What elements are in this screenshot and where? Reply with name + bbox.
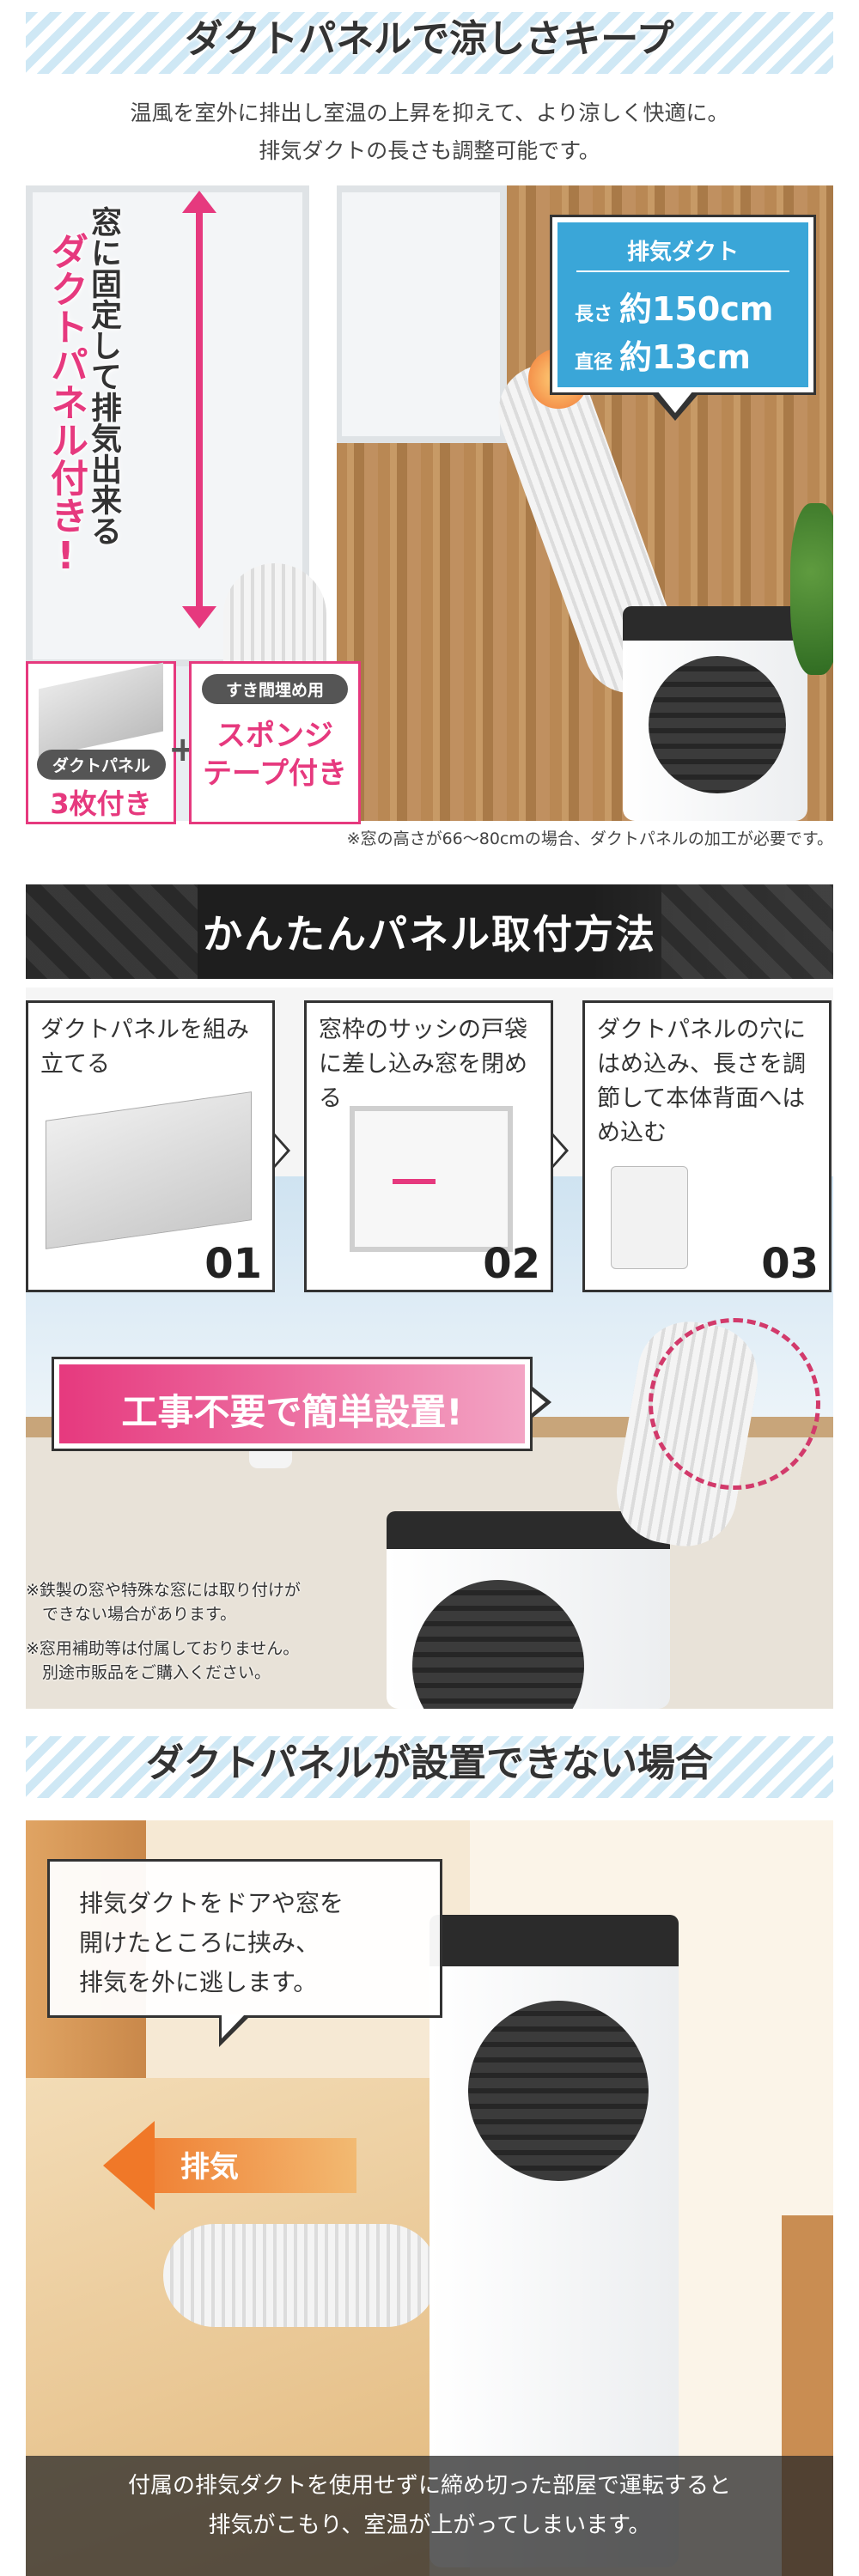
- section3-bubble-tail-inner: [222, 2014, 245, 2038]
- section3-caption-line2: 排気がこもり、室温が上がってしまいます。: [208, 2512, 651, 2538]
- duct-diameter-value: 約13cm: [619, 338, 752, 376]
- section3-bubble-line3: 排気を外に逃します。: [79, 1968, 318, 1996]
- checker-pattern-left: [26, 884, 198, 979]
- step-1-illustration: [46, 1091, 252, 1249]
- sponge-text-line1: スポンジ: [216, 719, 333, 753]
- section1-subtitle-line2: 排気ダクトの長さも調整可能です。: [259, 138, 600, 163]
- section3-caption-line1: 付属の排気ダクトを使用せずに締め切った部屋で運転すると: [127, 2473, 731, 2499]
- air-conditioner-unit-2: [387, 1511, 670, 1709]
- exhaust-arrow-icon: [103, 2121, 155, 2210]
- section1-subtitle: 温風を室外に排出し室温の上昇を抑えて、より涼しく快適に。 排気ダクトの長さも調整…: [0, 94, 859, 170]
- sponge-text: スポンジ テープ付き: [192, 717, 358, 793]
- arrow-up-icon: [182, 191, 216, 213]
- checker-pattern-right: [661, 884, 833, 979]
- section3-bubble-text: 排気ダクトをドアや窓を 開けたところに挟み、 排気を外に逃します。: [79, 1884, 423, 2002]
- arrow-down-icon: [182, 606, 216, 629]
- section1-subtitle-line1: 温風を室外に排出し室温の上昇を抑えて、より涼しく快適に。: [130, 100, 729, 125]
- window-fix-text: 窓に固定して排気出来る: [86, 206, 121, 546]
- panel-included-box: ダクトパネル 3枚付き: [26, 661, 176, 824]
- duct-spec-inner: 排気ダクト 長さ約150cm 直径約13cm: [557, 222, 808, 387]
- panel-illustration: [39, 662, 163, 758]
- duct-diameter-label: 直径: [575, 352, 613, 374]
- section1-title-band: ダクトパネルで涼しさキープ: [26, 12, 833, 74]
- step-2-number: 02: [483, 1240, 540, 1288]
- step-arrow-1-inner: [275, 1137, 287, 1164]
- no-construction-text: 工事不要で簡単設置!: [121, 1391, 463, 1433]
- ac-control-panel-3: [430, 1915, 679, 1966]
- ac-control-panel: [623, 606, 807, 641]
- no-construction-inner: 工事不要で簡単設置!: [59, 1364, 525, 1443]
- no-construction-box: 工事不要で簡単設置!: [52, 1357, 533, 1451]
- section3-caption-band: [26, 2456, 833, 2576]
- ac-grille-3: [468, 2001, 649, 2181]
- step-card-3: ダクトパネルの穴にはめ込み、長さを調節して本体背面へはめ込む 03: [582, 1000, 832, 1292]
- section3-bubble: 排気ダクトをドアや窓を 開けたところに挟み、 排気を外に逃します。: [47, 1859, 442, 2018]
- duct-diameter-row: 直径約13cm: [575, 331, 751, 378]
- duct-length-label: 長さ: [575, 304, 613, 325]
- hose-4: [163, 2224, 438, 2327]
- duct-bubble-tail-inner: [657, 391, 693, 413]
- section3-caption: 付属の排気ダクトを使用せずに締め切った部屋で運転すると 排気がこもり、室温が上が…: [26, 2466, 833, 2545]
- sponge-pill: すき間埋め用: [202, 674, 348, 704]
- section1-note: ※窓の高さが66～80cmの場合、ダクトパネルの加工が必要です。: [346, 829, 833, 848]
- sponge-text-line2: テープ付き: [203, 756, 347, 791]
- step-arrow-2-inner: [553, 1137, 565, 1164]
- section1-title: ダクトパネルで涼しさキープ: [185, 17, 674, 61]
- section2-note-1-line2: できない場合があります。: [26, 1605, 237, 1624]
- air-conditioner-unit: [623, 606, 807, 821]
- window-frame-right: [335, 185, 507, 443]
- duct-spec-divider: [576, 270, 789, 272]
- ac-grille: [649, 656, 786, 793]
- exhaust-label: 排気: [180, 2150, 239, 2184]
- section2-note-1: ※鉄製の窓や特殊な窓には取り付けが できない場合があります。: [26, 1578, 404, 1626]
- panel-count: 3枚付き: [50, 787, 152, 820]
- step-2-arrow-icon: [393, 1179, 436, 1184]
- step-3-illustration: [611, 1166, 688, 1269]
- step-3-number: 03: [761, 1240, 819, 1288]
- height-arrow-line: [196, 206, 203, 610]
- section2-note-2: ※窓用補助等は付属しておりません。 別途市販品をご購入ください。: [26, 1637, 404, 1685]
- highlight-dashed-circle: [649, 1318, 820, 1490]
- panel-pill: ダクトパネル: [37, 750, 166, 780]
- section3-bubble-line1: 排気ダクトをドアや窓を: [79, 1889, 344, 1917]
- section3-title-band: ダクトパネルが設置できない場合: [26, 1736, 833, 1798]
- ac-grille-2: [412, 1580, 584, 1709]
- step-card-2: 窓枠のサッシの戸袋に差し込み窓を閉める 02: [304, 1000, 553, 1292]
- sponge-tape-box: すき間埋め用 スポンジ テープ付き: [189, 661, 361, 824]
- duct-length-value: 約150cm: [619, 290, 774, 328]
- step-card-1: ダクトパネルを組み立てる 01: [26, 1000, 275, 1292]
- section2-note-2-line2: 別途市販品をご購入ください。: [26, 1663, 271, 1682]
- section2-title-band: [26, 884, 833, 979]
- step-3-text: ダクトパネルの穴にはめ込み、長さを調節して本体背面へはめ込む: [597, 1017, 806, 1146]
- section2-note-1-line1: ※鉄製の窓や特殊な窓には取り付けが: [26, 1581, 301, 1600]
- no-construction-tail-inner: [532, 1391, 545, 1413]
- step-2-text: 窓枠のサッシの戸袋に差し込み窓を閉める: [319, 1017, 527, 1112]
- section3-bubble-line2: 開けたところに挟み、: [79, 1929, 320, 1957]
- section3-title: ダクトパネルが設置できない場合: [146, 1741, 713, 1785]
- duct-spec-title: 排気ダクト: [626, 240, 739, 265]
- section2-note-2-line1: ※窓用補助等は付属しておりません。: [26, 1639, 300, 1658]
- step-1-text: ダクトパネルを組み立てる: [40, 1017, 249, 1078]
- exhaust-arrow-body: [150, 2138, 356, 2193]
- duct-panel-included-text: ダクトパネル付き!: [44, 232, 88, 578]
- duct-spec-box: 排気ダクト 長さ約150cm 直径約13cm: [550, 215, 816, 395]
- section2-title: かんたんパネル取付方法: [203, 911, 656, 957]
- duct-length-row: 長さ約150cm: [575, 283, 773, 330]
- plant: [790, 503, 833, 675]
- step-1-number: 01: [204, 1240, 262, 1288]
